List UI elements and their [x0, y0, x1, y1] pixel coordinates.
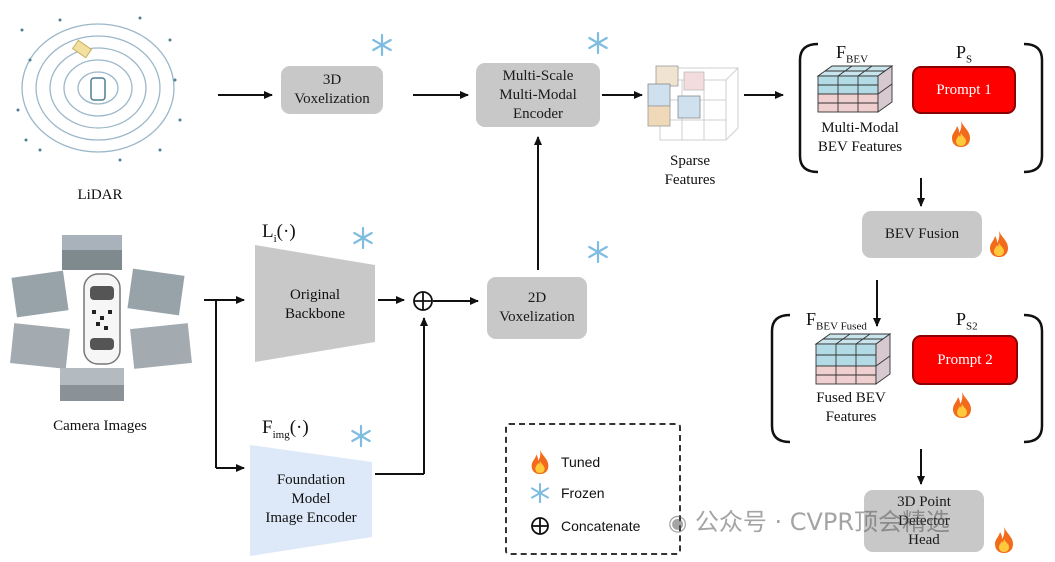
- lidar-label: LiDAR: [77, 187, 123, 203]
- prompt-2-block: Prompt 2: [912, 335, 1018, 385]
- fimg-function-label: Fimg(·): [262, 417, 309, 441]
- fbev-main: F: [836, 42, 847, 62]
- legend-tuned-row: Tuned: [529, 449, 600, 475]
- legend-box: Tuned Frozen Concatenate: [505, 423, 681, 555]
- camera-images-label: Camera Images: [53, 418, 147, 434]
- voxelization-2d-line-2: Voxelization: [499, 309, 575, 325]
- li-arg: (·): [276, 221, 296, 242]
- ps2-sub: S2: [966, 320, 978, 333]
- legend-frozen-row: Frozen: [529, 482, 605, 504]
- detector-head-line-2: Detector: [898, 512, 950, 529]
- fused-features-line-2: Features: [825, 409, 877, 425]
- ps2-symbol: PS2: [956, 309, 978, 333]
- frozen-snowflake-icon: [372, 33, 392, 57]
- foundation-line-1: Foundation: [276, 472, 346, 488]
- sparse-features-line-1: Sparse: [670, 153, 710, 169]
- fused-bev-features-cube: [814, 333, 892, 385]
- sparse-features-line-2: Features: [664, 172, 716, 188]
- prompt-1-block: Prompt 1: [912, 66, 1016, 114]
- detector-head-line-1: 3D Point: [897, 493, 951, 510]
- legend-concatenate-label: Concatenate: [561, 518, 641, 534]
- bev-features-line-1: Multi-Modal: [821, 120, 899, 136]
- fbev-sub: BEV: [846, 53, 869, 66]
- tuned-flame-icon: [990, 231, 1008, 257]
- foundation-line-3: Image Encoder: [265, 510, 357, 526]
- circled-plus-icon: [531, 517, 549, 535]
- foundation-line-2: Model: [291, 491, 331, 507]
- ps2-main: P: [956, 309, 967, 329]
- legend-concatenate-row: Concatenate: [529, 515, 640, 537]
- legend-frozen-label: Frozen: [561, 485, 605, 501]
- fimg-arg: (·): [289, 417, 309, 438]
- frozen-snowflake-icon: [588, 31, 608, 55]
- backbone-line-1: Original: [290, 287, 340, 303]
- frozen-snowflake-icon: [353, 226, 373, 250]
- sparse-features-cubes: [647, 65, 739, 141]
- tuned-flame-icon: [995, 527, 1013, 553]
- legend-tuned-label: Tuned: [561, 454, 601, 470]
- backbone-line-2: Backbone: [285, 306, 345, 322]
- fused-features-line-1: Fused BEV: [816, 390, 886, 406]
- fbev-fused-main: F: [806, 309, 817, 329]
- voxelization-3d-line-1: 3D: [322, 72, 342, 88]
- encoder-line-1: Multi-Scale: [502, 67, 574, 84]
- li-main: L: [262, 221, 274, 242]
- fbev-fused-symbol: FBEV Fused: [806, 309, 867, 333]
- bev-features-line-2: BEV Features: [817, 139, 903, 155]
- encoder-line-2: Multi-Modal: [499, 86, 577, 103]
- encoder-line-3: Encoder: [513, 105, 563, 122]
- voxelization-3d-block: 3D Voxelization: [281, 66, 383, 114]
- foundation-model-shape: [250, 445, 372, 556]
- tuned-flame-icon: [952, 121, 970, 147]
- ps-symbol: PS: [956, 42, 972, 66]
- li-sub: i: [273, 232, 277, 245]
- frozen-snowflake-icon: [588, 240, 608, 264]
- li-function-label: Li(·): [262, 221, 296, 245]
- flame-icon: [531, 449, 549, 475]
- concatenate-symbol: [413, 291, 433, 311]
- bev-fusion-block: BEV Fusion: [862, 211, 982, 258]
- voxelization-2d-block: 2D Voxelization: [487, 277, 587, 339]
- lidar-point-cloud-image: [10, 12, 190, 172]
- frozen-snowflake-icon: [351, 424, 371, 448]
- fimg-sub: img: [272, 428, 290, 441]
- fbev-fused-sub: BEV Fused: [816, 320, 867, 333]
- bev-features-cube: [816, 65, 894, 113]
- ps-sub: S: [966, 53, 973, 66]
- original-backbone-shape: [255, 245, 375, 362]
- watermark: ◉ 公众号 · CVPR顶会精选: [668, 502, 950, 537]
- camera-images-collage: [10, 235, 192, 401]
- voxelization-2d-line-1: 2D: [527, 290, 547, 306]
- fused-bev-features-label: Fused BEV Features: [793, 389, 909, 427]
- voxelization-3d-line-2: Voxelization: [294, 91, 370, 107]
- wechat-icon: ◉: [668, 511, 688, 536]
- fimg-main: F: [262, 417, 273, 438]
- watermark-text: 公众号 · CVPR顶会精选: [694, 508, 951, 536]
- tuned-flame-icon: [953, 392, 971, 418]
- detector-head-line-3: Head: [908, 531, 940, 548]
- snowflake-icon: [531, 482, 549, 504]
- ps-main: P: [956, 42, 967, 62]
- fbev-symbol: FBEV: [836, 42, 868, 66]
